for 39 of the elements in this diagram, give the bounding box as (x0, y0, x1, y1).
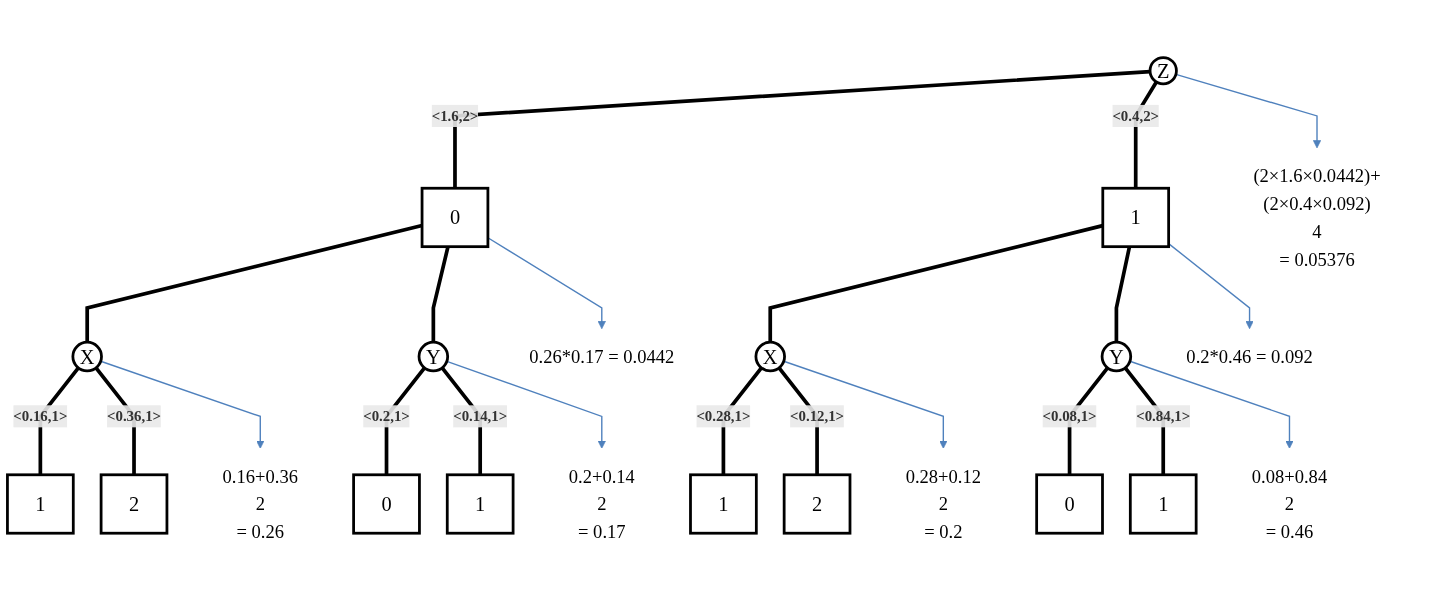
edge-label: <0.2,1> (363, 408, 410, 425)
edge-label: <0.36,1> (107, 408, 162, 425)
node-box: 2 (782, 473, 852, 536)
edge-label: <0.16,1> (13, 408, 68, 425)
connector (85, 224, 423, 343)
node-box: 1 (1128, 473, 1198, 536)
arrow (783, 361, 948, 450)
node-text: (2×1.6×0.0442)+(2×0.4×0.092) 4 = 0.05376 (1253, 165, 1381, 270)
node-circle: Z (1148, 56, 1178, 86)
edge-label: <0.08,1> (1042, 408, 1097, 425)
arrow (100, 361, 265, 450)
edge-label: <0.84,1> (1136, 408, 1191, 425)
node-box: 1 (689, 473, 758, 536)
node-box: 2 (99, 473, 169, 536)
node-circle: X (754, 341, 786, 373)
node-text: 0.28+0.12 2 = 0.2 (905, 466, 982, 543)
node-box: 0 (420, 187, 490, 249)
node-text: 0.08+0.84 2 = 0.46 (1251, 466, 1328, 543)
node-text: 0.2*0.46 = 0.092 (1186, 346, 1313, 368)
arrow (1129, 361, 1294, 450)
edge-label: <1.6,2> (431, 108, 479, 124)
node-circle: Y (417, 341, 450, 373)
node-box: 1 (1101, 187, 1171, 249)
arrow (487, 237, 606, 330)
edge-label: <0.14,1> (453, 408, 508, 425)
edge-label: <0.12,1> (790, 408, 845, 425)
edge-label: <0.28,1> (696, 408, 751, 425)
connector (453, 70, 1151, 189)
node-text: 0.2+0.14 2 = 0.17 (568, 466, 635, 543)
node-box: 0 (1035, 473, 1104, 536)
node-text: 0.26*0.17 = 0.0442 (529, 346, 675, 368)
node-text: 0.16+0.36 2 = 0.26 (222, 466, 298, 543)
node-box: 0 (352, 473, 421, 536)
node-circle: Y (1100, 341, 1133, 373)
node-box: 1 (6, 473, 75, 536)
arrow (446, 361, 606, 450)
edge-label: <0.4,2> (1112, 108, 1159, 124)
node-box: 1 (445, 473, 515, 536)
node-circle: X (71, 341, 103, 373)
